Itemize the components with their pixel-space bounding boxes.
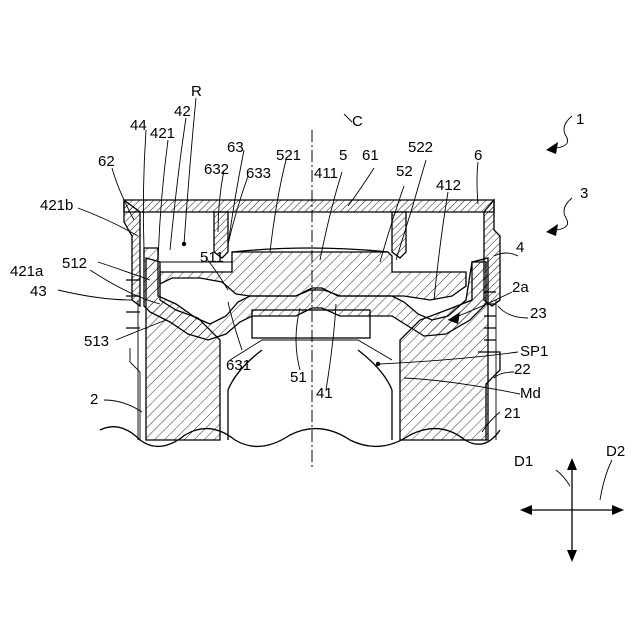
label-3: 3 <box>580 185 588 202</box>
label-412: 412 <box>436 177 461 194</box>
label-43: 43 <box>30 283 47 300</box>
label-SP1: SP1 <box>520 343 548 360</box>
arrow-right <box>612 505 624 515</box>
label-51: 51 <box>290 369 307 386</box>
label-4: 4 <box>516 239 524 256</box>
arrowhead-3 <box>546 224 558 236</box>
label-2a: 2a <box>512 279 529 296</box>
label-421a: 421a <box>10 263 44 280</box>
label-632: 632 <box>204 161 229 178</box>
label-631: 631 <box>226 357 251 374</box>
label-521: 521 <box>276 147 301 164</box>
label-44: 44 <box>130 117 147 134</box>
label-411: 411 <box>314 165 338 182</box>
label-D2: D2 <box>606 443 625 460</box>
label-61: 61 <box>362 147 379 164</box>
arrow-down <box>567 550 577 562</box>
label-513: 513 <box>84 333 109 350</box>
label-421: 421 <box>150 125 175 142</box>
label-42: 42 <box>174 103 191 120</box>
label-512: 512 <box>62 255 87 272</box>
label-6: 6 <box>474 147 482 164</box>
label-633: 633 <box>246 165 271 182</box>
label-41: 41 <box>316 385 333 402</box>
label-5: 5 <box>339 147 347 164</box>
arrow-up <box>567 458 577 470</box>
label-63: 63 <box>227 139 244 156</box>
label-511: 511 <box>200 249 224 266</box>
dot-R <box>182 242 186 246</box>
label-R: R <box>191 83 202 100</box>
label-2: 2 <box>90 391 98 408</box>
label-C: C <box>352 113 363 130</box>
label-62: 62 <box>98 153 115 170</box>
label-421b: 421b <box>40 197 73 214</box>
label-1: 1 <box>576 111 584 128</box>
label-D1: D1 <box>514 453 533 470</box>
label-21: 21 <box>504 405 521 422</box>
dot-SP1 <box>376 362 380 366</box>
label-22: 22 <box>514 361 531 378</box>
arrowhead-1 <box>546 142 558 154</box>
label-52: 52 <box>396 163 413 180</box>
label-Md: Md <box>520 385 541 402</box>
label-23: 23 <box>530 305 547 322</box>
arrow-left <box>520 505 532 515</box>
direction-indicator <box>520 458 624 562</box>
label-522: 522 <box>408 139 433 156</box>
